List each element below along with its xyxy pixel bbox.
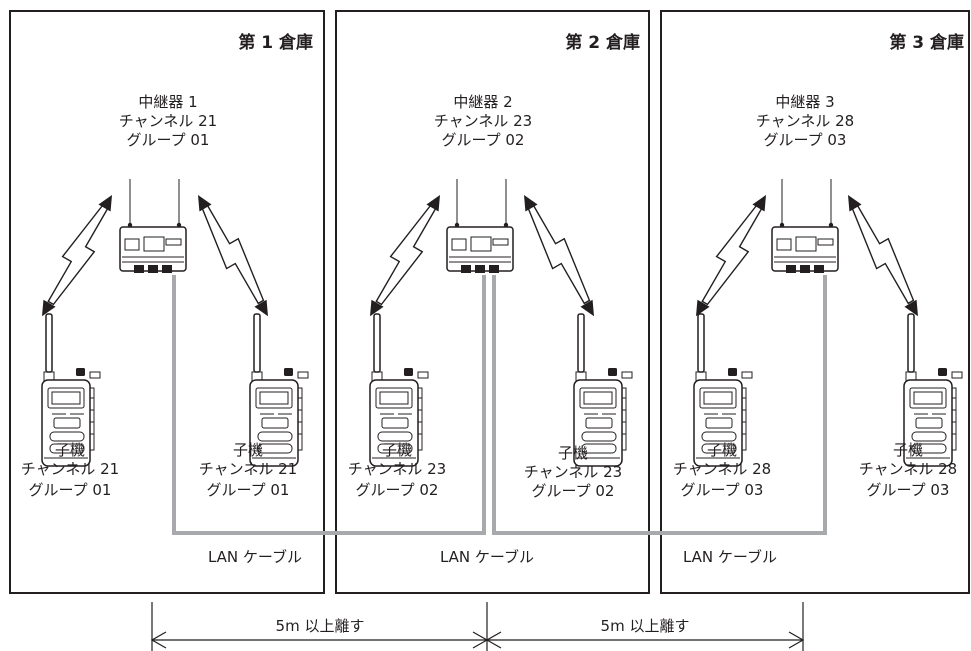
repeater-1-icon xyxy=(119,178,187,274)
warehouse-2-frame xyxy=(335,10,650,594)
repeater-3-group: グループ 03 xyxy=(764,131,847,149)
radio-link-3b xyxy=(836,187,930,323)
radio-link-1b xyxy=(186,187,280,323)
repeater-2-group: グループ 02 xyxy=(442,131,525,149)
repeater-2-name: 中継器 2 xyxy=(453,93,512,111)
radio-link-1a xyxy=(30,188,124,324)
handset-3b-name: 子機 xyxy=(893,441,923,459)
handset-3b-group: グループ 03 xyxy=(867,481,950,499)
handset-1b-group: グループ 01 xyxy=(207,481,290,499)
lan-cable-label-3: LAN ケーブル xyxy=(683,548,777,566)
handset-1b-channel: チャンネル 21 xyxy=(199,460,297,478)
warehouse-1-frame xyxy=(9,10,325,594)
distance-label-2: 5m 以上離す xyxy=(601,617,690,635)
distance-label-1: 5m 以上離す xyxy=(276,617,365,635)
handset-2b-group: グループ 02 xyxy=(532,482,615,500)
handset-1a-group: グループ 01 xyxy=(29,481,112,499)
lan-cable-label-2: LAN ケーブル xyxy=(440,548,534,566)
handset-2a-group: グループ 02 xyxy=(356,481,439,499)
repeater-1-name: 中継器 1 xyxy=(138,93,197,111)
repeater-2-icon xyxy=(446,178,514,274)
warehouse-3-title: 第 3 倉庫 xyxy=(889,32,964,53)
repeater-3-icon xyxy=(771,178,839,274)
repeater-3-name: 中継器 3 xyxy=(775,93,834,111)
handset-3a-name: 子機 xyxy=(707,441,737,459)
handset-1a-channel: チャンネル 21 xyxy=(21,460,119,478)
repeater-3-channel: チャンネル 28 xyxy=(756,112,854,130)
handset-2b-channel: チャンネル 23 xyxy=(524,463,622,481)
warehouse-3-frame xyxy=(660,10,970,594)
lan-cable-2-3 xyxy=(492,275,827,535)
handset-2a-channel: チャンネル 23 xyxy=(348,460,446,478)
warehouse-2-title: 第 2 倉庫 xyxy=(565,32,640,53)
handset-1b-name: 子機 xyxy=(233,441,263,459)
handset-3b-channel: チャンネル 28 xyxy=(859,460,957,478)
lan-cable-label-1: LAN ケーブル xyxy=(208,548,302,566)
repeater-1-group: グループ 01 xyxy=(127,131,210,149)
handset-3a-group: グループ 03 xyxy=(681,481,764,499)
handset-2a-name: 子機 xyxy=(382,441,412,459)
radio-link-3a xyxy=(684,188,778,324)
radio-link-2b xyxy=(512,187,606,323)
radio-link-2a xyxy=(358,188,452,324)
repeater-2-channel: チャンネル 23 xyxy=(434,112,532,130)
handset-2b-name: 子機 xyxy=(558,444,588,462)
lan-cable-1-2 xyxy=(172,275,486,535)
warehouse-1-title: 第 1 倉庫 xyxy=(238,32,313,53)
repeater-1-channel: チャンネル 21 xyxy=(119,112,217,130)
handset-1a-name: 子機 xyxy=(55,441,85,459)
handset-3a-channel: チャンネル 28 xyxy=(673,460,771,478)
